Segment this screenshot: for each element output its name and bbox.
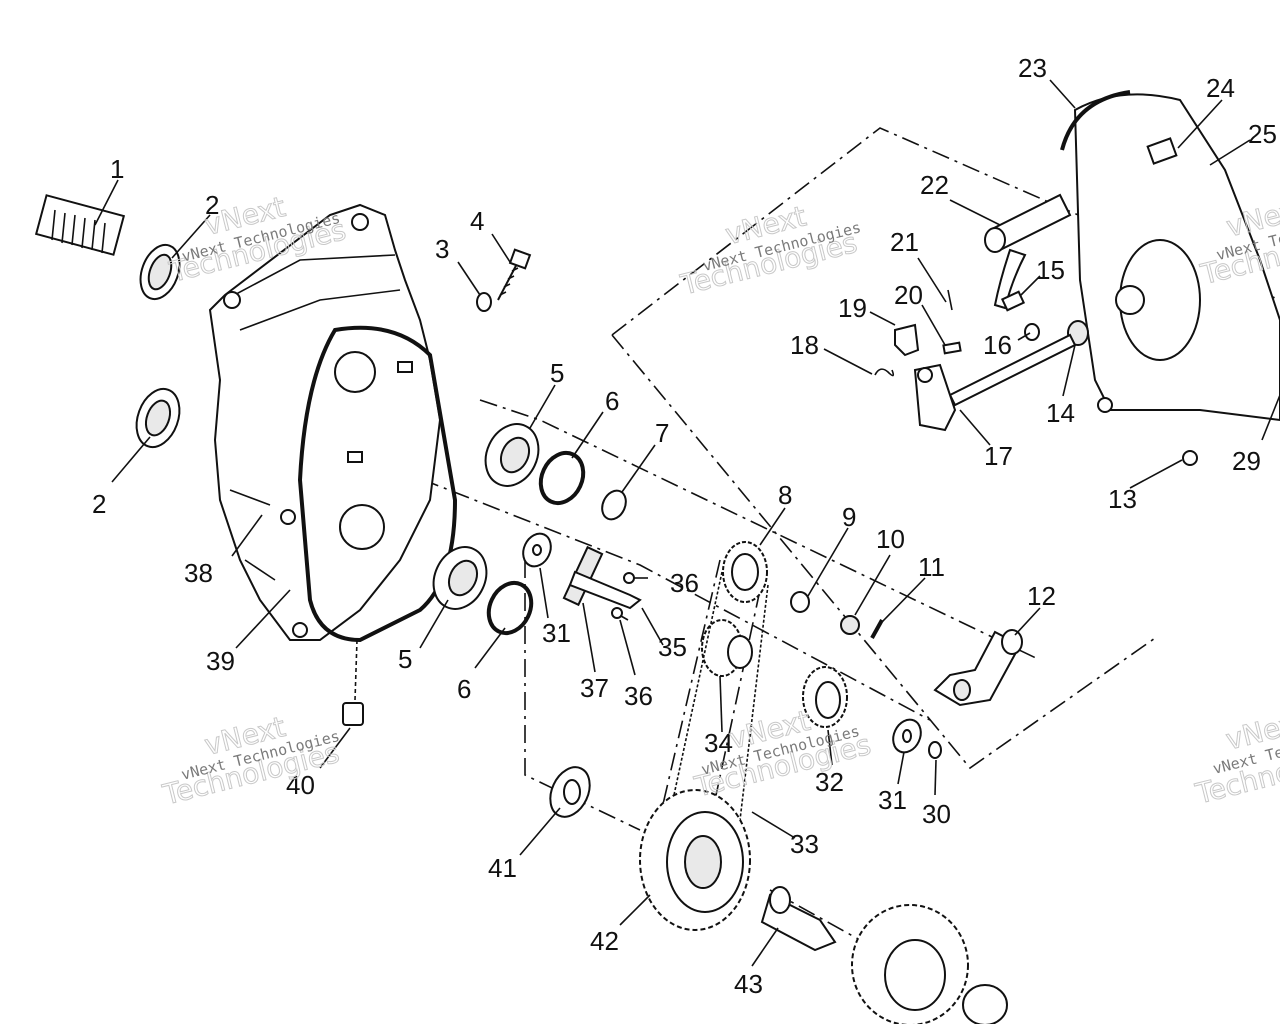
nut-part-10: [840, 615, 860, 635]
snap-ring-part-6-lower: [486, 580, 534, 636]
watermark-center-top: vNext Technologies vNext Technologies: [676, 199, 862, 302]
washer-part-31-right: [892, 718, 922, 754]
callout-numbers: 1 2 2 3 4 5 5 6 6 7 8 9 10 11 12 13 14 1…: [92, 53, 1277, 999]
callout-11: 11: [918, 552, 945, 582]
callout-5: 5: [550, 358, 564, 388]
callout-42: 42: [590, 926, 619, 956]
shaft-part-43: [760, 886, 837, 952]
callout-15: 15: [1036, 255, 1065, 285]
callout-12: 12: [1027, 581, 1056, 611]
clip-part-30: [928, 741, 942, 759]
axis-line-drop: [524, 560, 641, 831]
pin-part-15: [1000, 290, 1026, 312]
axis-line-upper: [479, 399, 1041, 661]
callout-41: 41: [488, 853, 517, 883]
callout-31: 31: [878, 785, 907, 815]
callout-23: 23: [1018, 53, 1047, 83]
washer-part-7: [601, 489, 627, 521]
pin-part-21: [947, 289, 953, 311]
callout-18: 18: [790, 330, 819, 360]
sprocket-lower-right: [851, 904, 1008, 1026]
spring-part-18: [874, 368, 895, 377]
bearing-part-5-upper: [484, 423, 540, 487]
nut-part-40: [342, 639, 364, 726]
callout-31: 31: [542, 618, 571, 648]
callout-1: 1: [110, 154, 124, 184]
callout-10: 10: [876, 524, 905, 554]
cotter-pin-part-11: [870, 619, 884, 639]
callout-30: 30: [922, 799, 951, 829]
callout-19: 19: [838, 293, 867, 323]
bolt-part-4: [497, 248, 532, 301]
screw-part-13: [1182, 450, 1198, 466]
callout-8: 8: [778, 480, 792, 510]
seal-part-2-lower: [135, 387, 181, 449]
callout-6: 6: [605, 386, 619, 416]
screw-part-36-upper: [623, 572, 648, 584]
callout-13: 13: [1108, 484, 1137, 514]
callout-33: 33: [790, 829, 819, 859]
gear-part-32: [802, 666, 848, 728]
screw-part-36-lower: [611, 607, 629, 621]
bearing-part-5-lower: [432, 546, 488, 610]
callout-35: 35: [658, 632, 687, 662]
seal-part-2-upper: [139, 243, 181, 301]
callout-34: 34: [704, 728, 733, 758]
callout-17: 17: [984, 441, 1013, 471]
snap-ring-part-6-upper: [538, 450, 586, 506]
pin-part-20: [942, 341, 962, 355]
shift-fork-part-22: [984, 193, 1072, 310]
callout-20: 20: [894, 280, 923, 310]
callout-22: 22: [920, 170, 949, 200]
callout-2: 2: [92, 489, 106, 519]
washer-part-31-left: [522, 532, 552, 568]
callout-39: 39: [206, 646, 235, 676]
callout-16: 16: [983, 330, 1012, 360]
sprocket-part-8: [722, 541, 768, 603]
watermark-left-bottom: vNext Technologies vNext Technologies: [159, 710, 343, 813]
callout-24: 24: [1206, 73, 1235, 103]
callout-43: 43: [734, 969, 763, 999]
callout-6: 6: [457, 674, 471, 704]
gasket-part-39: [297, 325, 458, 643]
input-shaft-part-1: [34, 194, 126, 256]
label-part-24: [1146, 137, 1178, 165]
bracket-part-19: [894, 323, 920, 357]
callout-32: 32: [815, 767, 844, 797]
callout-5: 5: [398, 644, 412, 674]
leader-lines: [94, 79, 1280, 967]
callout-4: 4: [470, 206, 484, 236]
callout-14: 14: [1046, 398, 1075, 428]
callout-36: 36: [670, 568, 699, 598]
washer-part-3: [476, 292, 492, 312]
callout-29: 29: [1232, 446, 1261, 476]
callout-37: 37: [580, 673, 609, 703]
callout-21: 21: [890, 227, 919, 257]
watermark-right-bottom: vNext Technologies vNext Technologies: [1191, 704, 1280, 811]
washer-part-9: [790, 591, 810, 613]
washer-part-16: [1024, 323, 1040, 341]
callout-3: 3: [435, 234, 449, 264]
seal-part-23: [1060, 90, 1131, 151]
callout-40: 40: [286, 770, 315, 800]
callout-38: 38: [184, 558, 213, 588]
washer-part-41: [549, 766, 591, 818]
gear-part-42: [639, 789, 751, 931]
lever-arm-part-12: [933, 629, 1023, 707]
callout-9: 9: [842, 502, 856, 532]
chain-tensioner-part-37: [562, 545, 642, 610]
sprocket-part-34: [701, 619, 753, 677]
callout-36: 36: [624, 681, 653, 711]
callout-7: 7: [655, 418, 669, 448]
cover-part-25: [1073, 93, 1280, 422]
callout-2: 2: [205, 190, 219, 220]
callout-25: 25: [1248, 119, 1277, 149]
